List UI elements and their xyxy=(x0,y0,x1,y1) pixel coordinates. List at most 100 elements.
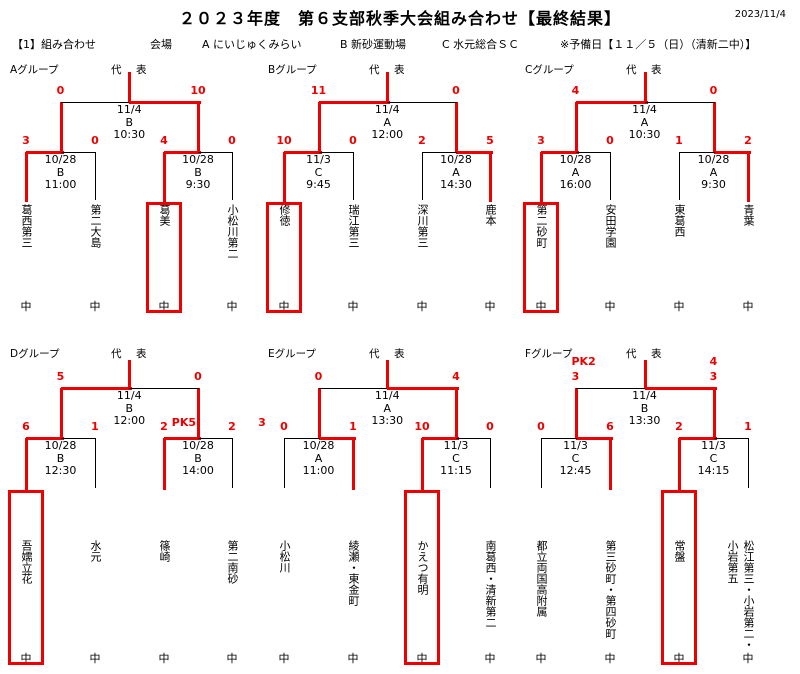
bracket-line xyxy=(575,388,646,389)
bracket-line xyxy=(317,388,321,438)
winner-highlight xyxy=(523,202,559,313)
semi-match-info-venue: A xyxy=(571,165,580,179)
team-level: 中 xyxy=(604,300,616,313)
team-level: 中 xyxy=(278,300,290,313)
bracket-line xyxy=(129,388,199,389)
team-name: 修徳 xyxy=(278,204,291,226)
bracket-line xyxy=(95,438,96,488)
pk-score: PK2 xyxy=(571,355,596,368)
semi-match-info-time: 12:45 xyxy=(559,464,592,477)
score: 0 xyxy=(91,134,99,147)
bracket-line xyxy=(422,437,459,440)
bracket-line xyxy=(60,102,131,103)
team-name: 葛美 xyxy=(158,204,171,226)
bracket-line xyxy=(541,151,579,154)
bracket-line xyxy=(679,152,680,200)
team-level: 中 xyxy=(89,300,101,313)
bracket-line xyxy=(455,388,458,438)
final-match-info-venue: A xyxy=(383,115,392,129)
score: 0 xyxy=(486,420,494,433)
team-level: 中 xyxy=(416,652,428,665)
semi-match-info-time: 16:00 xyxy=(559,178,592,191)
semi-match-info-date: 10/28 xyxy=(182,153,214,166)
bracket-line xyxy=(164,437,201,440)
semi-match-info-date: 10/28 xyxy=(182,439,214,452)
team-level: 中 xyxy=(20,652,32,665)
team-level: 中 xyxy=(742,652,754,665)
team-level: 中 xyxy=(347,300,359,313)
bracket-line xyxy=(713,151,751,154)
score: 5 xyxy=(56,370,65,383)
group-label: Bグループ xyxy=(268,64,317,76)
bracket-line xyxy=(128,72,132,102)
team-name: 東葛西 xyxy=(673,204,686,237)
bracket-line xyxy=(129,101,201,104)
pk-score: PK5 xyxy=(171,416,197,429)
semi-match-info-venue: A xyxy=(452,165,460,179)
team-level: 中 xyxy=(742,300,754,313)
score: 11 xyxy=(310,84,327,97)
team-level: 中 xyxy=(89,652,101,665)
final-match-info-time: 10:30 xyxy=(113,128,146,141)
bracket-line xyxy=(713,438,749,439)
team-level: 中 xyxy=(535,300,547,313)
page-title: ２０２３年度 第６支部秋季大会組み合わせ【最終結果】 xyxy=(178,9,621,28)
final-match-info-venue: B xyxy=(125,401,134,415)
team-level: 中 xyxy=(604,652,616,665)
bracket-line xyxy=(574,102,578,152)
semi-match-info-time: 9:30 xyxy=(701,178,726,191)
bracket-line xyxy=(387,102,457,103)
semi-match-info-time: 11:15 xyxy=(440,464,472,477)
score: 1 xyxy=(91,420,99,433)
group-label: Fグループ xyxy=(525,348,573,360)
score: 0 xyxy=(194,370,202,383)
winner-highlight xyxy=(404,490,440,665)
team-level: 中 xyxy=(416,300,428,313)
group-label: Eグループ xyxy=(268,348,317,360)
final-match-info-date: 11/4 xyxy=(374,389,400,402)
team-level: 中 xyxy=(20,300,32,313)
bracket-line xyxy=(283,152,286,202)
semi-match-info-date: 11/3 xyxy=(701,439,726,452)
score: 3 xyxy=(537,134,545,147)
bracket-line xyxy=(60,387,133,390)
bracket-line xyxy=(26,151,64,154)
bracket-line xyxy=(60,152,96,153)
bracket-line xyxy=(609,438,612,490)
team-level: 中 xyxy=(484,300,496,313)
semi-match-info-date: 10/28 xyxy=(697,153,730,166)
team-level: 中 xyxy=(673,300,685,313)
bracket-line xyxy=(541,438,577,439)
score: 2 xyxy=(228,420,236,433)
bracket-line xyxy=(679,437,717,440)
semi-match-info-date: 10/28 xyxy=(559,153,592,166)
bracket-line xyxy=(386,72,390,102)
document-date: 2023/11/4 xyxy=(734,9,786,20)
score: 10 xyxy=(414,420,430,433)
final-match-info-venue: A xyxy=(640,115,649,129)
semi-match-info-venue: B xyxy=(194,165,202,179)
bracket-line xyxy=(678,438,681,490)
semi-match-info-time: 12:30 xyxy=(44,464,77,477)
team-level: 中 xyxy=(535,652,547,665)
semi-match-info-date: 10/28 xyxy=(44,439,77,452)
team-level: 中 xyxy=(673,652,685,665)
team-name: 松江第三・小岩第二・小岩第五 xyxy=(726,540,755,650)
bracket-line xyxy=(386,360,390,388)
team-name: 吾嬬立花 xyxy=(20,540,33,584)
bracket-line xyxy=(575,152,611,153)
score: 0 xyxy=(709,84,718,97)
semi-match-info-time: 14:00 xyxy=(182,464,214,477)
bracket-line xyxy=(575,437,613,440)
team-name: 深川第三 xyxy=(416,204,429,248)
bracket-line xyxy=(747,152,750,202)
group-label: Cグループ xyxy=(525,64,574,76)
final-match-info-date: 11/4 xyxy=(116,389,142,402)
score: 6 xyxy=(22,420,30,433)
bracket-line xyxy=(644,102,715,103)
team-name: 小松川第二 xyxy=(226,204,239,259)
team-name: 綾瀬・東金町 xyxy=(347,540,360,606)
score: 0 xyxy=(606,134,614,147)
final-match-info-time: 13:30 xyxy=(371,414,404,427)
score: 0 xyxy=(56,84,65,97)
